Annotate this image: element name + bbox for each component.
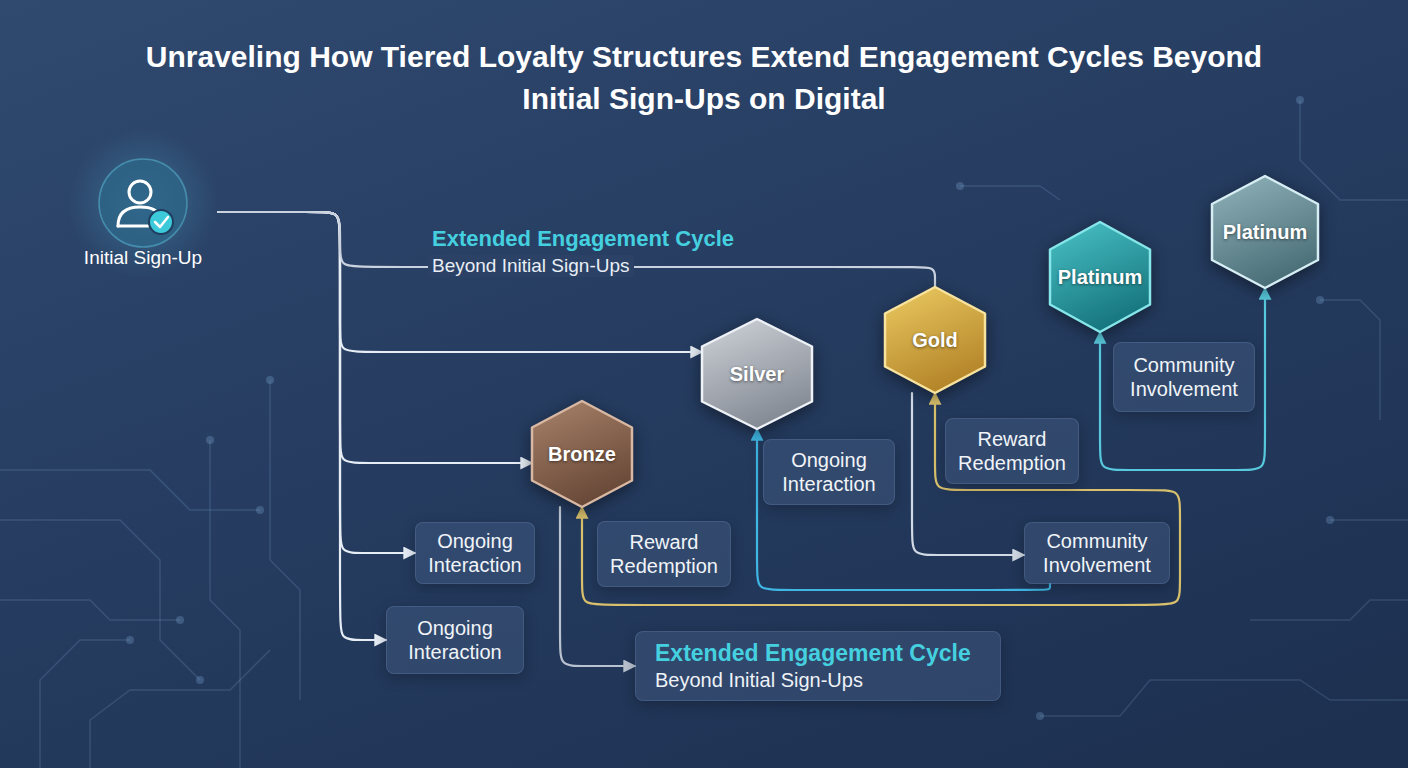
hexagon-shape xyxy=(1050,222,1150,332)
cycle-heading: Extended Engagement Cycle xyxy=(432,226,734,252)
activity-label: Ongoing Interaction xyxy=(416,529,534,577)
circuit-trace xyxy=(0,520,200,680)
activity-label: Community Involvement xyxy=(1025,529,1169,577)
tier-label: Bronze xyxy=(548,442,616,466)
check-badge xyxy=(149,210,173,234)
summary-heading: Extended Engagement Cycle xyxy=(655,640,971,668)
circuit-node xyxy=(1326,516,1334,524)
user-head xyxy=(129,181,151,203)
tier-label: Silver xyxy=(730,362,784,386)
activity-label: Community Involvement xyxy=(1114,353,1254,401)
tier-hexagon: Silver xyxy=(702,319,812,429)
tier-label: Gold xyxy=(912,328,958,352)
circuit-trace xyxy=(0,470,260,510)
activity-box: Community Involvement xyxy=(1024,522,1170,584)
flow-connector xyxy=(582,393,1180,605)
diagram-title: Unraveling How Tiered Loyalty Structures… xyxy=(0,36,1408,120)
check-mark xyxy=(155,217,168,227)
hexagon-shape xyxy=(532,401,632,507)
tier-hexagon: Bronze xyxy=(532,401,632,507)
circuit-trace xyxy=(1300,100,1408,200)
circuit-node xyxy=(1036,712,1044,720)
circuit-node xyxy=(956,182,964,190)
circuit-node xyxy=(266,376,274,384)
circuit-trace xyxy=(210,440,240,768)
circuit-trace xyxy=(1250,600,1408,620)
activity-box: Reward Redemption xyxy=(597,521,731,587)
circuit-trace xyxy=(1040,680,1408,716)
icon-glow xyxy=(68,128,218,278)
user-base xyxy=(118,225,148,228)
tier-label: Platinum xyxy=(1223,220,1307,244)
tier-hexagon: Platinum xyxy=(1050,222,1150,332)
signup-icon-node: Initial Sign-Up xyxy=(68,158,218,270)
circuit-dots xyxy=(126,96,1334,720)
summary-box: Extended Engagement CycleBeyond Initial … xyxy=(635,631,1001,701)
tier-label: Platinum xyxy=(1058,265,1142,289)
flow-connector xyxy=(218,212,935,287)
activity-box: Reward Redemption xyxy=(945,418,1079,484)
hexagon-shape xyxy=(885,287,985,393)
circuit-node xyxy=(196,676,204,684)
circuit-node xyxy=(126,636,134,644)
activity-label: Reward Redemption xyxy=(598,530,730,578)
flow-connector xyxy=(218,212,415,553)
circuit-trace xyxy=(960,186,1060,200)
circuit-trace xyxy=(90,650,270,768)
activity-box: Ongoing Interaction xyxy=(763,439,895,505)
activity-label: Reward Redemption xyxy=(946,427,1078,475)
hexagon-shape xyxy=(1212,176,1318,288)
icon-circle xyxy=(99,159,187,247)
cycle-subtitle: Beyond Initial Sign-Ups xyxy=(428,255,634,277)
signup-label: Initial Sign-Up xyxy=(84,247,202,270)
circuit-trace xyxy=(0,600,180,620)
circuit-node xyxy=(1316,296,1324,304)
activity-box: Ongoing Interaction xyxy=(386,606,524,674)
activity-box: Ongoing Interaction xyxy=(415,522,535,584)
hexagon-shape xyxy=(702,319,812,429)
activity-label: Ongoing Interaction xyxy=(764,448,894,496)
tier-hexagon: Gold xyxy=(885,287,985,393)
activity-box: Community Involvement xyxy=(1113,342,1255,412)
circuit-node xyxy=(176,616,184,624)
circuit-lines xyxy=(0,100,1408,768)
circuit-node xyxy=(256,506,264,514)
circuit-node xyxy=(206,436,214,444)
circuit-trace xyxy=(1320,300,1380,420)
circuit-trace xyxy=(40,640,130,768)
circuit-node xyxy=(1296,96,1304,104)
summary-body: Beyond Initial Sign-Ups xyxy=(655,668,863,692)
circuit-trace xyxy=(1330,519,1408,521)
tier-hexagon: Platinum xyxy=(1212,176,1318,288)
circuit-trace xyxy=(270,380,300,700)
flow-connector xyxy=(218,212,386,640)
user-icon xyxy=(68,158,218,248)
activity-label: Ongoing Interaction xyxy=(387,616,523,664)
